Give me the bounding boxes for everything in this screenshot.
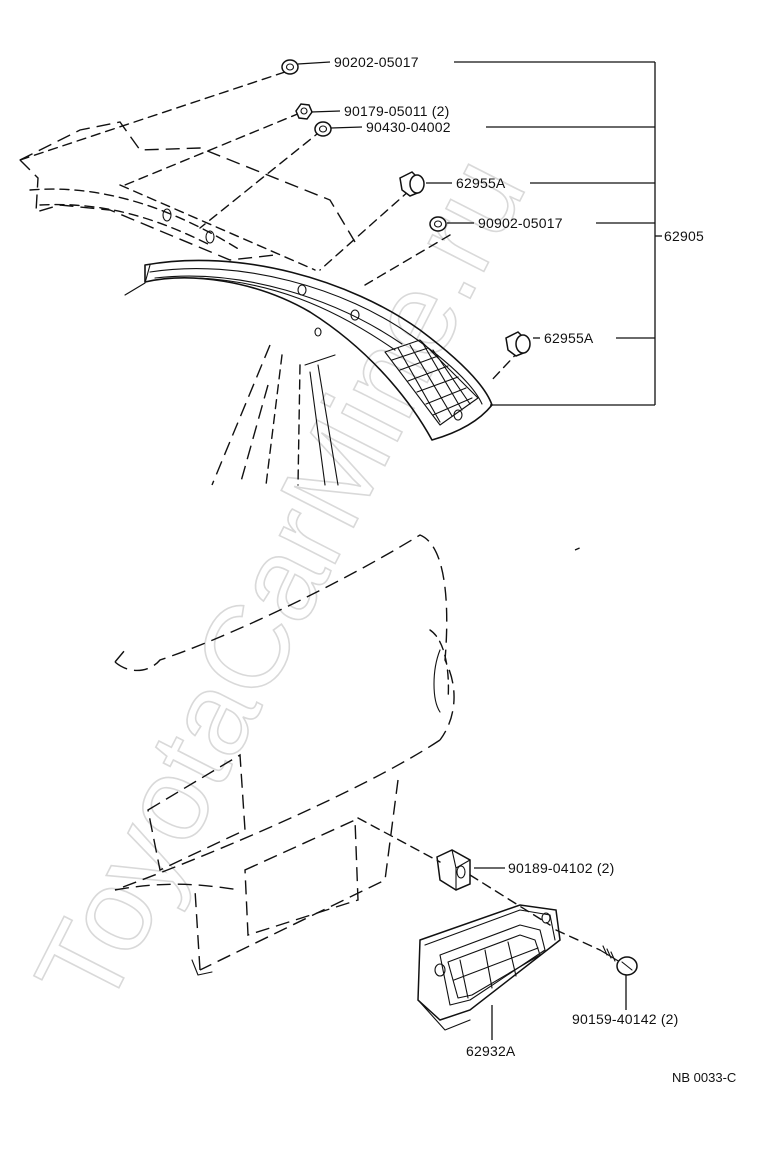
- callout-62905-assembly: 62905: [664, 228, 704, 244]
- spoiler-grille: [384, 339, 479, 426]
- upper-fasteners: [281, 59, 531, 357]
- clip-62955a-upper-icon: [399, 171, 425, 197]
- grille-62932a: [417, 904, 561, 1031]
- clip-62955a-lower-icon: [505, 331, 531, 357]
- screw-90159-icon: [599, 945, 638, 976]
- callout-90430-04002: 90430-04002: [366, 119, 451, 135]
- callout-62955a-lower: 62955A: [544, 330, 594, 346]
- callout-62955a-upper: 62955A: [456, 175, 506, 191]
- nut-90179-icon: [295, 103, 313, 120]
- clip-90189-icon: [436, 849, 471, 891]
- lower-leaders: [357, 817, 627, 1040]
- drawing-code: NB 0033-C: [672, 1070, 736, 1085]
- upper-body-panel: [19, 71, 356, 486]
- callout-90202-05017: 90202-05017: [334, 54, 419, 70]
- nut-90202-icon: [281, 59, 299, 75]
- lower-body-panel: [114, 534, 583, 976]
- watermark: ToyotaCarMine.ru: [11, 137, 551, 1027]
- nut-90902-icon: [429, 216, 447, 232]
- upper-leaders: [297, 61, 662, 406]
- callout-90179-05011: 90179-05011 (2): [344, 103, 449, 119]
- callout-90902-05017: 90902-05017: [478, 215, 563, 231]
- washer-90430-icon: [314, 121, 332, 137]
- callout-62932a-grille: 62932A: [466, 1043, 516, 1059]
- callout-90189-04102: 90189-04102 (2): [508, 860, 615, 876]
- callout-90159-40142: 90159-40142 (2): [572, 1011, 679, 1027]
- spoiler-garnish: [124, 189, 521, 441]
